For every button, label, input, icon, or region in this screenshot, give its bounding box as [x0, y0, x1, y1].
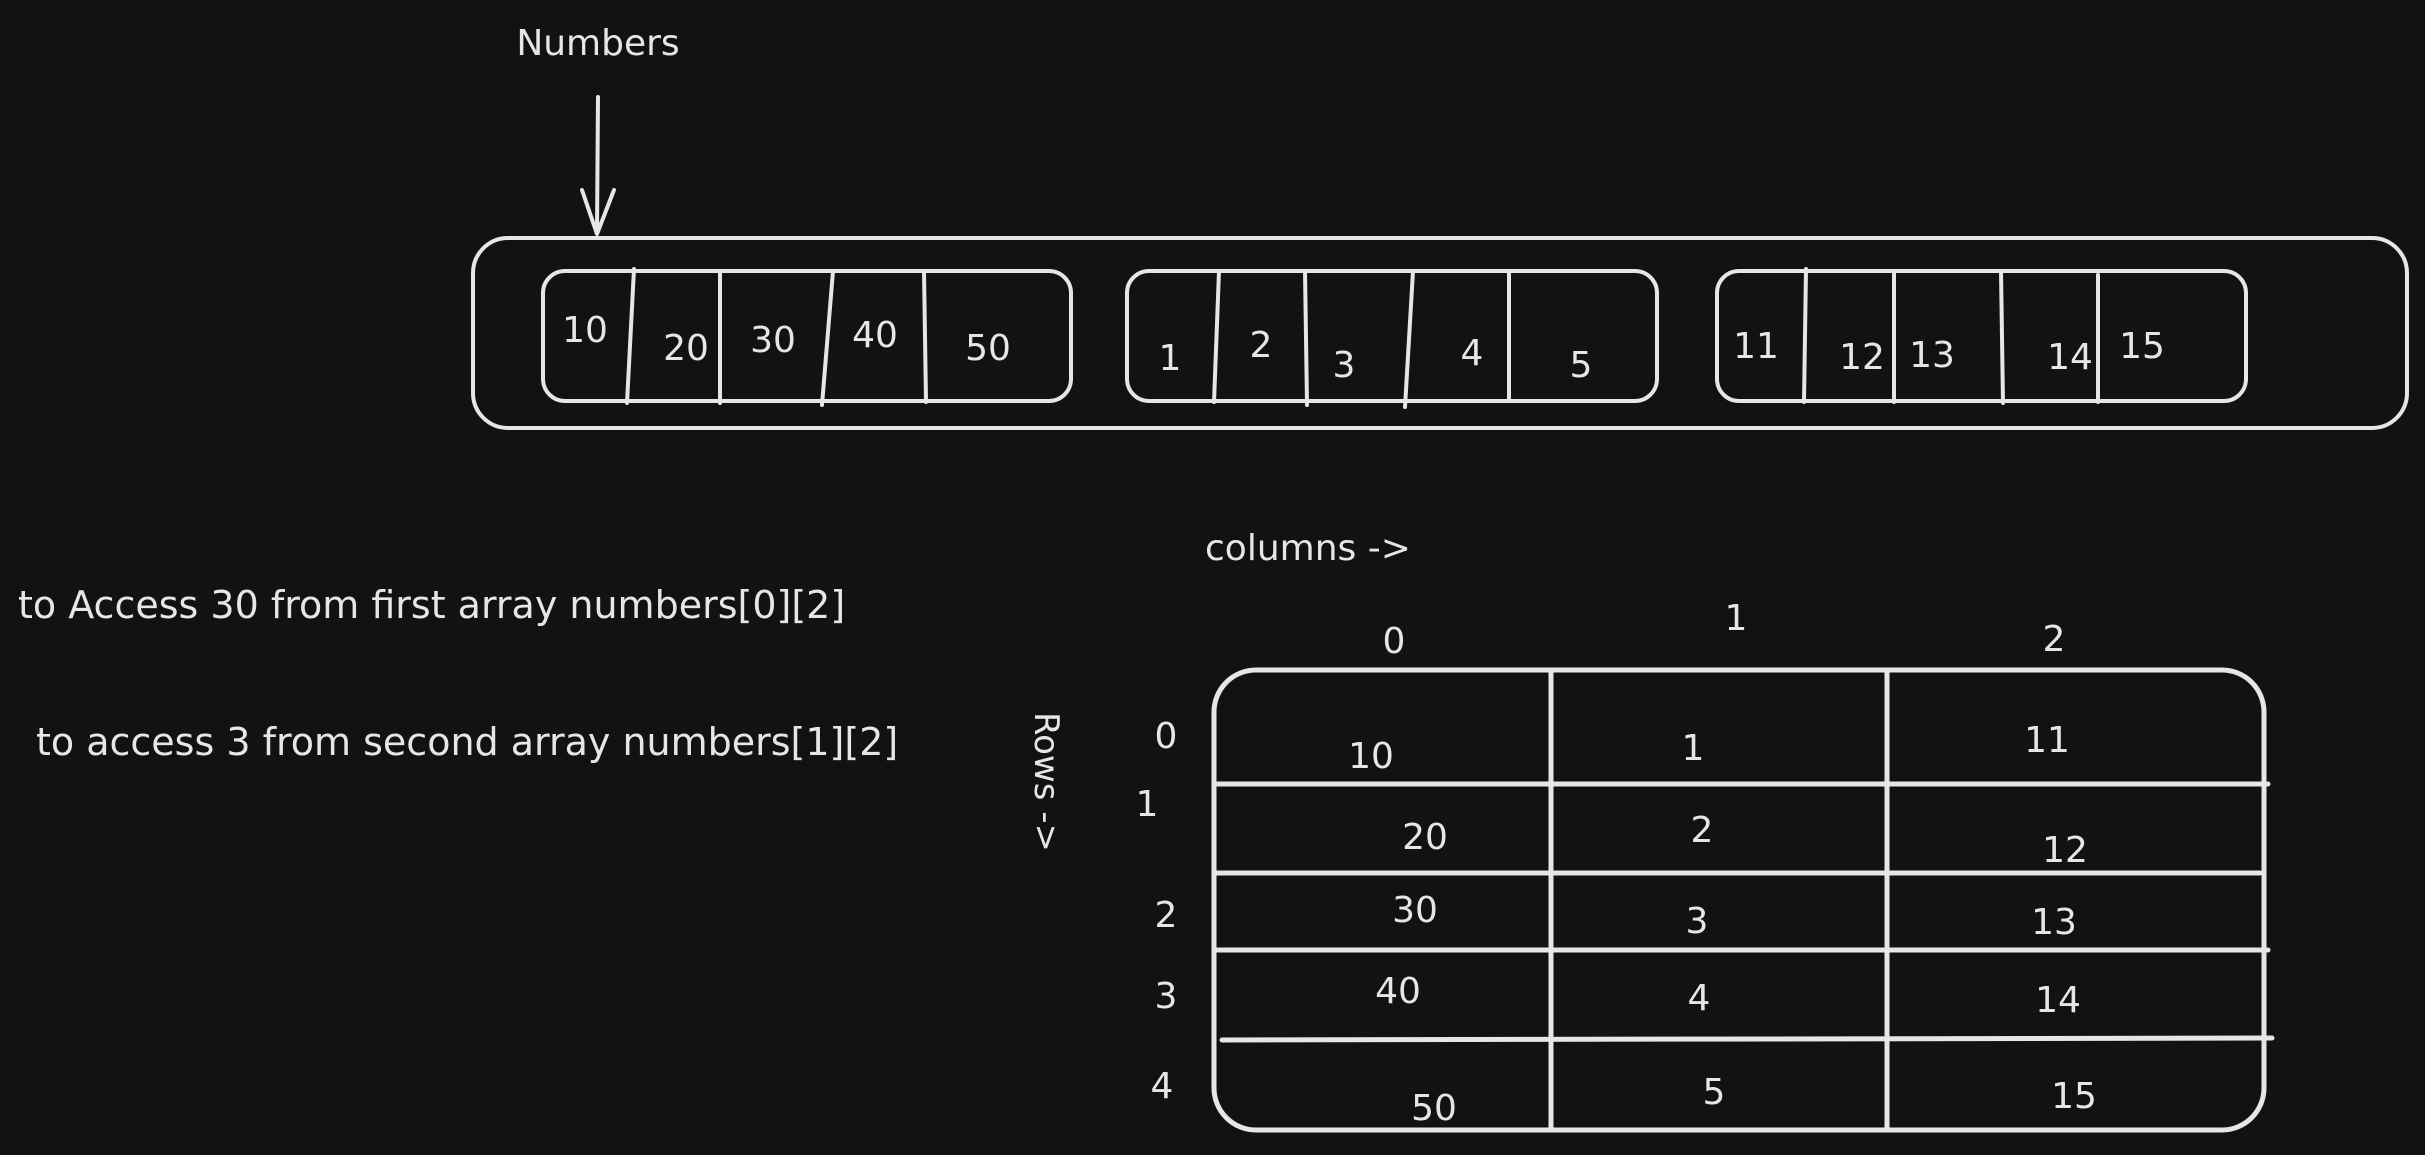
- inner-array-3-box: [1715, 269, 2248, 403]
- table-cell: 14: [2035, 980, 2081, 1021]
- array-name-label: Numbers: [516, 23, 679, 64]
- table-cell: 50: [1411, 1088, 1457, 1129]
- inner-array-2: 1 2 3 4 5: [1125, 269, 1659, 409]
- inner-array-3: 11 12 13 14 15: [1715, 267, 2248, 405]
- table-cell: 11: [2024, 720, 2070, 761]
- row-index: 3: [1155, 976, 1178, 1017]
- table-cell: 15: [2051, 1076, 2097, 1117]
- array-cell: 2: [1250, 325, 1273, 366]
- table-cell: 12: [2042, 830, 2088, 871]
- array-cell: 4: [1461, 333, 1484, 374]
- inner-array-1-box: [541, 269, 1073, 403]
- table-cell: 1: [1682, 728, 1705, 769]
- array-cell: 5: [1570, 345, 1593, 386]
- array-cell: 11: [1733, 326, 1779, 367]
- row-index: 4: [1151, 1066, 1174, 1107]
- array-cell: 14: [2047, 337, 2093, 378]
- table-cell: 5: [1703, 1072, 1726, 1113]
- columns-label: columns ->: [1205, 528, 1411, 569]
- array-cell: 12: [1839, 337, 1885, 378]
- row-index: 0: [1155, 716, 1178, 757]
- table-cell: 40: [1375, 971, 1421, 1012]
- table-cell: 20: [1402, 817, 1448, 858]
- array-cell: 10: [562, 310, 608, 351]
- note-second-array: to access 3 from second array numbers[1]…: [36, 720, 898, 764]
- array-cell: 1: [1159, 338, 1182, 379]
- row-index: 2: [1155, 895, 1178, 936]
- column-index: 2: [2043, 619, 2066, 660]
- array-cell: 30: [750, 320, 796, 361]
- array-cell: 15: [2119, 326, 2165, 367]
- row-index: 1: [1136, 784, 1159, 825]
- inner-array-2-box: [1125, 269, 1659, 403]
- array-cell: 50: [965, 328, 1011, 369]
- inner-array-1: 10 20 30 40 50: [541, 267, 1073, 407]
- table-cell: 3: [1686, 901, 1709, 942]
- array-cell: 20: [663, 328, 709, 369]
- outer-array-box: [471, 236, 2409, 430]
- table-grid: [1211, 667, 2275, 1133]
- table-cell: 13: [2031, 902, 2077, 943]
- array-cell: 3: [1333, 345, 1356, 386]
- rows-label: Rows ->: [1026, 712, 1066, 852]
- table-cell: 30: [1392, 890, 1438, 931]
- down-arrow-icon: [580, 95, 616, 236]
- column-index: 0: [1383, 621, 1406, 662]
- array-cell: 40: [852, 315, 898, 356]
- table-cell: 10: [1348, 736, 1394, 777]
- column-index: 1: [1725, 598, 1748, 639]
- note-first-array: to Access 30 from first array numbers[0]…: [18, 583, 845, 627]
- table-cell: 2: [1691, 810, 1714, 851]
- table-cell: 4: [1688, 978, 1711, 1019]
- array-cell: 13: [1909, 335, 1955, 376]
